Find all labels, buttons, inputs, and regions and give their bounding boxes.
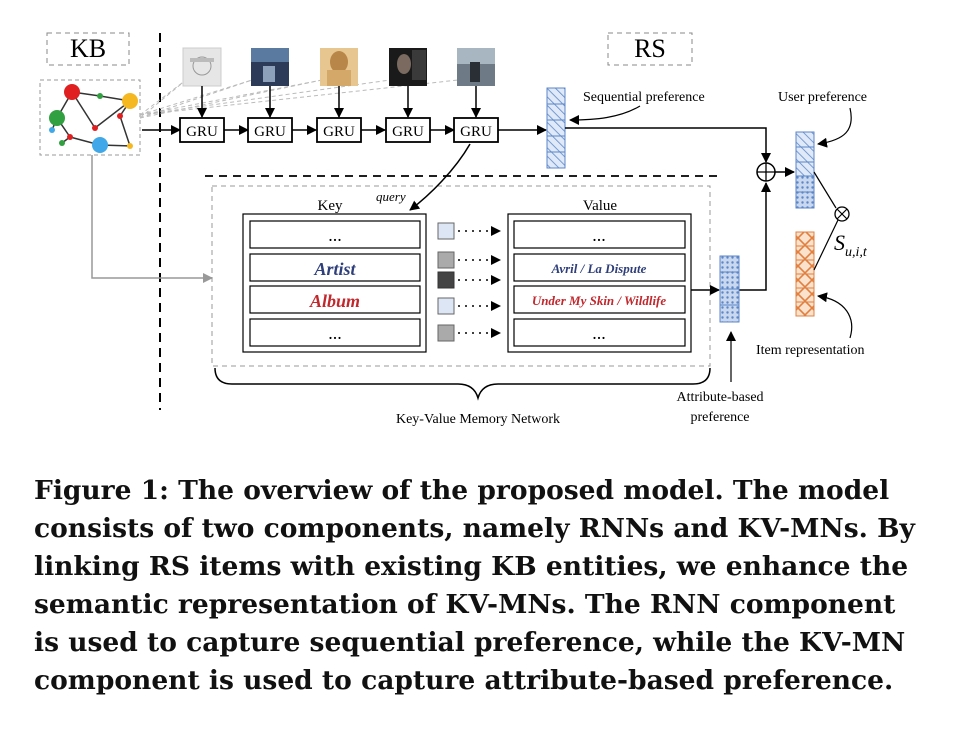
knowledge-graph [39,79,141,156]
sequential-preference-label: Sequential preference [583,90,705,105]
attribute-to-sum-arrow [739,182,771,291]
gru-cell-4: GRU [385,117,431,143]
album-thumbnail-1 [182,47,222,87]
svg-text:...: ... [328,323,342,343]
kb-node-blue [92,137,108,153]
item-representation-pointer [817,292,853,339]
value-row-3: Under My Skin / Wildlife [513,285,686,314]
svg-text:Avril / La Dispute: Avril / La Dispute [551,261,647,276]
attribute-preference-label-line2: preference [690,410,749,425]
sequential-to-sum-arrow [565,127,771,163]
user-preference-vector [795,131,815,209]
kb-label: KB [70,34,106,63]
user-to-product-line [813,171,837,209]
key-row-4: ... [249,318,421,347]
svg-text:...: ... [592,323,606,343]
key-row-3: Album [249,285,421,314]
key-row-1: ... [249,220,421,249]
user-preference-label: User preference [778,90,867,105]
attribute-preference-label-line1: Attribute-based [676,390,763,405]
item-representation-label: Item representation [756,343,864,358]
item-to-product-line [813,219,839,271]
gru-label: GRU [460,124,492,140]
kb-node-red [64,84,80,100]
inner-product-node [834,206,850,222]
attention-weights [437,222,455,342]
album-thumbnail-4 [389,48,427,86]
caption-line: is used to capture sequential preference… [34,627,906,658]
caption-line: Figure 1: The overview of the proposed m… [34,475,890,506]
key-row-2: Artist [249,253,421,282]
kb-link-arrow [91,155,213,283]
kb-node-yellow [122,93,138,109]
query-label: query [376,189,406,204]
kb-node-green [49,110,65,126]
gru-label: GRU [254,124,286,140]
svg-text:...: ... [592,225,606,245]
kvmn-label: Key-Value Memory Network [396,412,560,427]
value-header: Value [583,198,617,214]
album-thumbnails [182,47,495,87]
figure-caption: Figure 1: The overview of the proposed m… [34,472,915,700]
gru-cell-1: GRU [179,117,225,143]
svg-text:Under My Skin / Wildlife: Under My Skin / Wildlife [532,293,667,308]
gru-cell-2: GRU [247,117,293,143]
svg-text:Album: Album [309,291,360,311]
value-row-2: Avril / La Dispute [513,253,686,282]
gru-label: GRU [186,124,218,140]
svg-text:Artist: Artist [313,259,356,279]
kb-label-box [46,32,130,66]
query-arrow [409,143,471,211]
rs-label-box [607,32,693,66]
score-label: Su,i,t [834,230,868,260]
gru-cell-5: GRU [453,117,499,143]
sequential-preference-pointer [569,105,641,125]
album-thumbnail-3 [320,48,358,86]
rs-label: RS [634,34,666,63]
gru-label: GRU [323,124,355,140]
caption-line: consists of two components, namely RNNs … [34,513,915,544]
attribute-preference-vector [719,255,740,323]
sequential-preference-vector [546,87,566,169]
sum-node [756,162,776,182]
value-row-1: ... [513,220,686,249]
caption-line: linking RS items with existing KB entiti… [34,551,909,582]
user-preference-pointer [817,107,852,148]
gru-label: GRU [392,124,424,140]
caption-line: semantic representation of KV-MNs. The R… [34,589,896,620]
kvmn-brace [214,367,711,401]
album-thumbnail-2 [251,48,289,86]
value-row-4: ... [513,318,686,347]
gru-cell-3: GRU [316,117,362,143]
svg-text:...: ... [328,225,342,245]
caption-line: component is used to capture attribute-b… [34,665,894,696]
key-header: Key [318,198,343,214]
kvmn-container [211,185,711,367]
album-thumbnail-5 [457,48,495,86]
attention-arrows [458,226,501,338]
item-representation-vector [795,231,815,317]
